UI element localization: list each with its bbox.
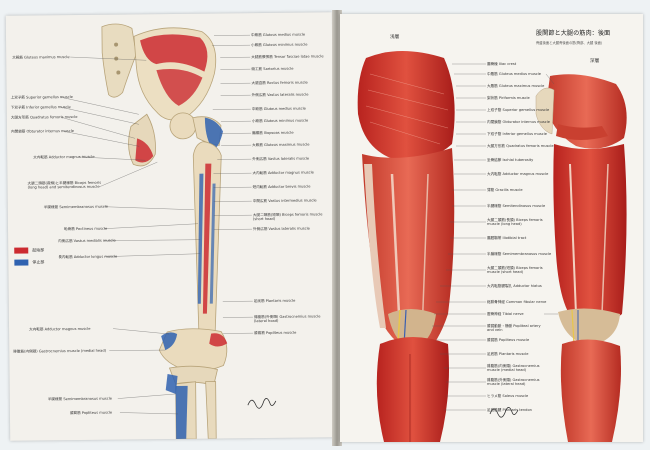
label: 膝窩筋 Popliteus muscle [487, 338, 530, 342]
legend-label-insertion: 停止部 [32, 259, 45, 265]
posterior-thigh-muscles-illustration [357, 51, 627, 442]
label: 足底筋 Plantaris muscle [253, 298, 296, 304]
label: 小殿筋 Gluteus minimus muscle [251, 42, 308, 48]
label: 大腿二頭筋(長頭) Biceps femoris muscle (long he… [487, 218, 543, 226]
label: 腓腹筋(外側頭) Gastrocnemius muscle (lateral h… [487, 378, 540, 386]
label: 半膜様筋 Semimembranosus muscle [487, 252, 552, 256]
label: 外側広筋 Vastus lateralis muscle [251, 92, 309, 98]
label: 腓腹筋(外側頭) Gastrocnemius muscle (lateral h… [253, 314, 321, 324]
label: 腸骨稜 Iliac crest [487, 62, 517, 66]
legend-swatch-insertion [14, 259, 29, 266]
signature [247, 398, 277, 409]
label: 内閉鎖筋 Obturator internus muscle [10, 129, 74, 134]
label: 膝窩筋 Popliteus muscle [69, 410, 113, 416]
label: 大殿筋 Gluteus maximus muscle [252, 142, 310, 148]
label: 足底筋 Plantaris muscle [487, 352, 529, 356]
label: 大腿二頭筋(短頭) Biceps femoris muscle (short h… [487, 266, 543, 274]
label: 大内転筋腱裂孔 Adductor hiatus [487, 284, 542, 288]
label: 腓腹筋(内側頭) Gastrocnemius muscle (medial he… [487, 364, 540, 372]
label: 坐骨結節 Ischial tuberosity [487, 158, 534, 162]
label: 小殿筋 Gluteus minimus muscle [251, 118, 309, 124]
label: 半膜様筋 Semimembranosus muscle [43, 204, 108, 210]
right-page: 股関節と大腿の筋肉：後面 骨盤後面と大腿骨後面の筋(臀部、大腿 後面) 浅層 深… [340, 14, 643, 442]
label: 脛骨神経 Tibial nerve [487, 312, 524, 316]
legend-swatch-origin [14, 247, 29, 254]
label: 大腿二頭筋(短頭) Biceps femoris muscle (short h… [252, 212, 323, 222]
view-label-shallow: 浅層 [390, 35, 400, 40]
label: 上双子筋 Superior gemellus muscle [10, 95, 73, 100]
label: 薄筋 Gracilis muscle [487, 188, 523, 192]
signature [489, 407, 519, 418]
label: 下双子筋 Inferior gemellus muscle [487, 132, 547, 136]
label: 縫工筋 Sartorius muscle [251, 66, 294, 72]
page-title: 股関節と大腿の筋肉：後面 [536, 30, 611, 37]
book-gutter [332, 10, 342, 446]
label: 膝窩筋 Popliteus muscle [254, 330, 297, 336]
label: 膝窩動脈・静脈 Popliteal artery and vein [487, 324, 541, 332]
legend-label-origin: 起始部 [32, 247, 45, 253]
label: 長内転筋 Adductor longus muscle [58, 254, 118, 260]
label: 中殿筋 Gluteus medius muscle [250, 32, 306, 38]
label: 外側広筋 Vastus lateralis muscle [253, 226, 310, 232]
label: 大内転筋 Adductor magnus muscle [487, 172, 549, 176]
label: 短内転筋 Adductor brevis muscle [252, 184, 311, 190]
label: 大殿筋 Gluteus maximus muscle [12, 55, 70, 60]
label: 外側広筋 Vastus lateralis muscle [252, 156, 310, 162]
page-subtitle: 骨盤後面と大腿骨後面の筋(臀部、大腿 後面) [536, 41, 603, 45]
view-label-deep: 深層 [590, 59, 600, 64]
label: 上双子筋 Superior gemellus muscle [487, 108, 550, 112]
left-page: 大殿筋 Gluteus maximus muscle 上双子筋 Superior… [5, 12, 337, 441]
label: 足底筋腱 Plantaris tendon [487, 408, 532, 412]
label: 半腱様筋 Semitendinosus muscle [487, 204, 546, 208]
label: 中殿筋 Gluteus medius muscle [251, 106, 306, 112]
label: 中間広筋 Vastus intermedius muscle [252, 198, 317, 204]
label: 大殿筋 Gluteus maximus muscle [487, 84, 545, 88]
label: 大腿方形筋 Quadratus femoris muscle [487, 144, 554, 148]
label: 内側広筋 Vastus medialis muscle [58, 238, 116, 244]
label: 腸脛靱帯 Iliotibial tract [487, 236, 527, 240]
label: 恥骨筋 Pectineus muscle [64, 226, 108, 232]
label: 大内転筋 Adductor magnus muscle [33, 154, 95, 160]
femur-origin-insertion-illustration [60, 23, 277, 440]
label: 梨状筋 Piriformis muscle [487, 96, 530, 100]
label: 大腿二頭筋(長頭)と半腱様筋 Biceps femoris (long head… [27, 180, 102, 190]
label: 大腿方形筋 Quadratus femoris muscle [10, 114, 78, 120]
label: ヒラメ筋 Soleus muscle [487, 394, 529, 398]
label: 総腓骨神経 Common fibular nerve [487, 300, 547, 304]
label: 腸腰筋 Iliopsoas muscle [252, 130, 294, 136]
label: 大内転筋 Adductor magnus muscle [29, 326, 91, 332]
label: 大腿直筋 Rectus femoris muscle [251, 80, 308, 86]
label: 下双子筋 Inferior gemellus muscle [10, 105, 71, 110]
label: 大腿筋膜張筋 Tensor fasciae latae muscle [251, 54, 324, 60]
label: 内閉鎖筋 Obturator internus muscle [487, 120, 550, 124]
label: 中殿筋 Gluteus medius muscle [487, 72, 542, 76]
label: 大内転筋 Adductor magnus muscle [252, 170, 314, 176]
label: 半膜様筋 Semimembranosus muscle [47, 396, 112, 402]
